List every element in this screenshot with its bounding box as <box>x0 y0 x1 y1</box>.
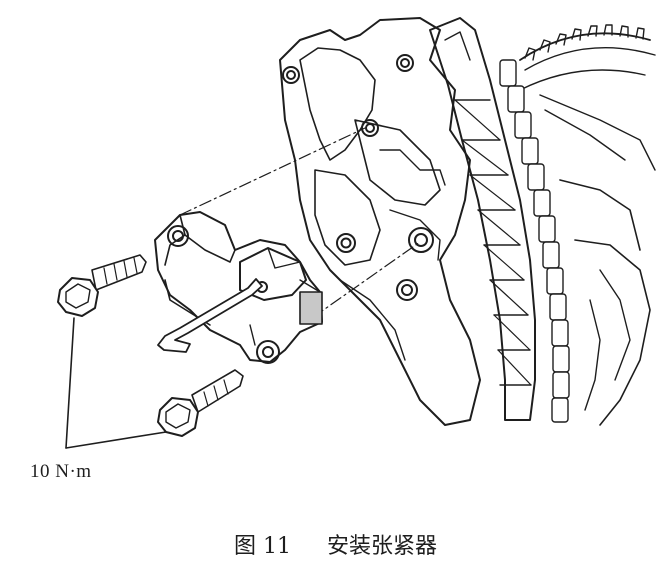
cam-gear-icon <box>519 24 656 171</box>
timing-chain-icon <box>499 59 570 423</box>
tensioner-body-icon <box>154 211 323 364</box>
hex-key-icon <box>157 278 263 353</box>
chain-guide <box>429 17 536 421</box>
torque-spec-label: 10 N·m <box>30 461 92 482</box>
figure-number: 图 11 <box>234 534 291 559</box>
figure-caption: 图 11 安装张紧器 <box>234 528 437 560</box>
leader-lines <box>65 317 167 449</box>
engine-block-icon <box>279 17 651 426</box>
figure-title: 安装张紧器 <box>327 534 438 559</box>
bolt-icon <box>157 369 244 437</box>
tensioner-installation-illustration <box>57 17 656 449</box>
bolt-icon <box>57 254 147 317</box>
